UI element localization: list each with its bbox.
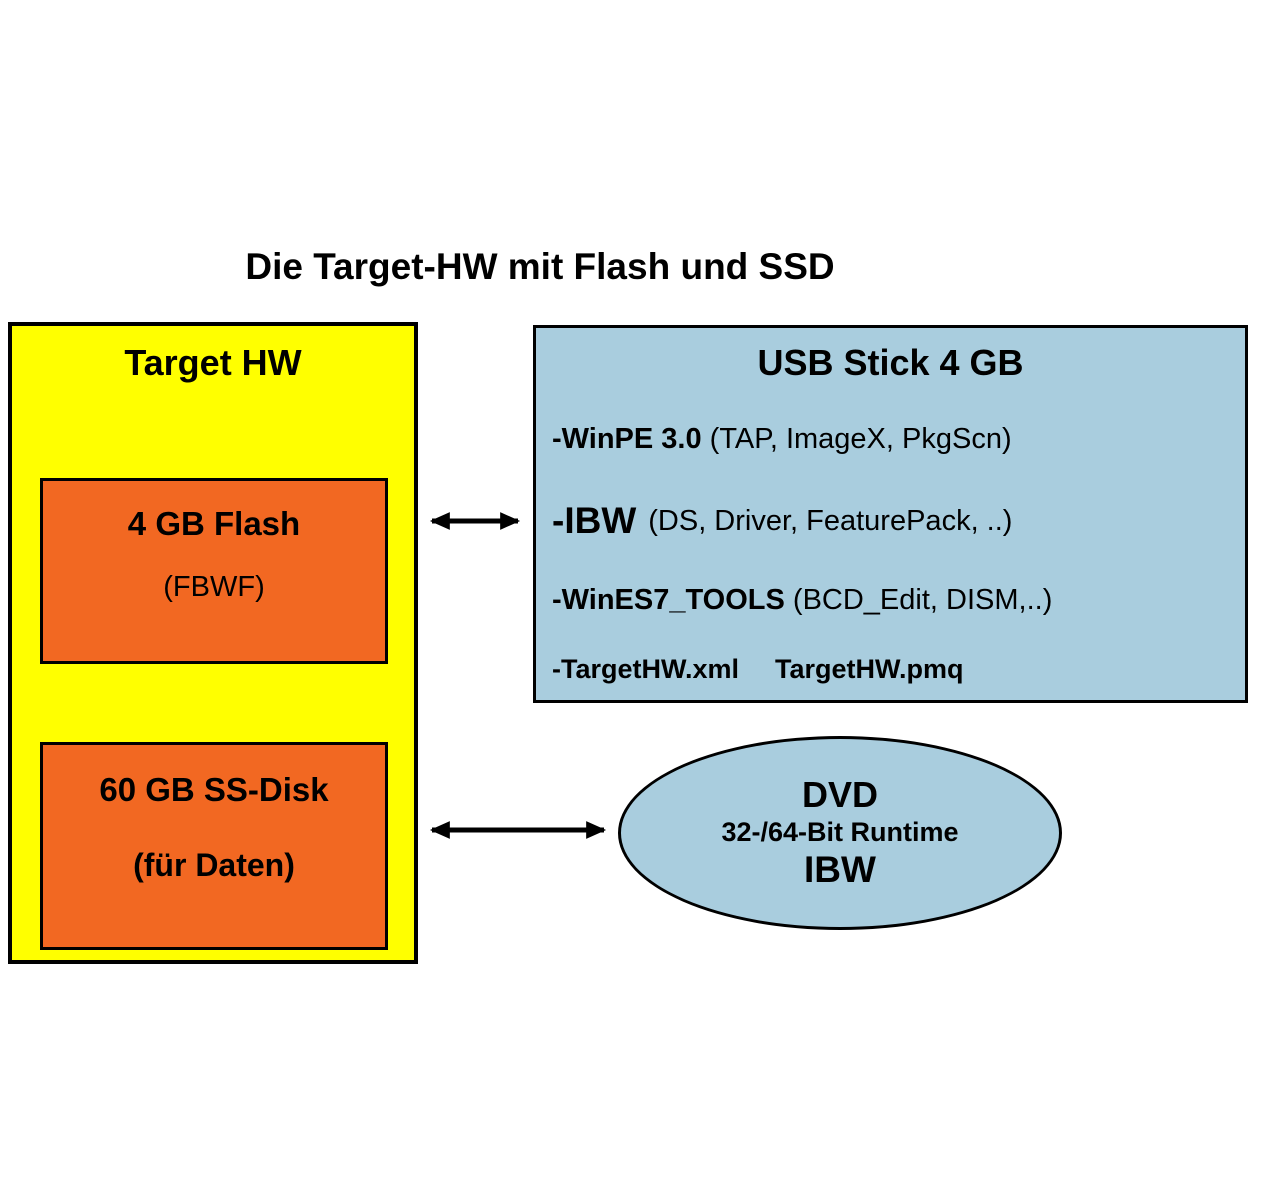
ssd-note: (für Daten) — [133, 847, 295, 883]
flash-box: 4 GB Flash (FBWF) — [40, 478, 388, 664]
ibw-rest: (DS, Driver, FeaturePack, ..) — [648, 505, 1013, 537]
usb-line-winpe: -WinPE 3.0 (TAP, ImageX, PkgScn) — [552, 423, 1012, 456]
dvd-ibw-label: IBW — [804, 849, 876, 890]
winpe-bold: -WinPE 3.0 — [552, 423, 702, 455]
winpe-rest: (TAP, ImageX, PkgScn) — [701, 423, 1012, 455]
targethw-pmq-label: TargetHW.pmq — [775, 654, 964, 684]
flash-note: (FBWF) — [163, 571, 265, 603]
flash-name: 4 GB Flash — [127, 505, 301, 542]
target-hw-title: Target HW — [124, 342, 302, 383]
ibw-bold: -IBW — [552, 500, 637, 541]
usb-line-files: -TargetHW.xml TargetHW.pmq — [552, 654, 964, 685]
usb-stick-title: USB Stick 4 GB — [757, 342, 1024, 383]
usb-line-wines7-tools: -WinES7_TOOLS (BCD_Edit, DISM,..) — [552, 584, 1052, 617]
dvd-title: DVD — [801, 774, 878, 816]
usb-stick-box: USB Stick 4 GB -WinPE 3.0 (TAP, ImageX, … — [533, 325, 1248, 703]
target-hw-box: Target HW 4 GB Flash (FBWF) 60 GB SS-Dis… — [8, 322, 418, 964]
dvd-runtime-label: 32-/64-Bit Runtime — [721, 816, 959, 847]
tools-bold: -WinES7_TOOLS — [552, 584, 785, 616]
tools-rest: (BCD_Edit, DISM,..) — [784, 584, 1053, 616]
targethw-xml-label: -TargetHW.xml — [552, 654, 740, 684]
ssd-box: 60 GB SS-Disk (für Daten) — [40, 742, 388, 950]
diagram-title: Die Target-HW mit Flash und SSD — [245, 246, 835, 287]
ssd-name: 60 GB SS-Disk — [99, 771, 329, 808]
usb-line-ibw: -IBW (DS, Driver, FeaturePack, ..) — [552, 500, 1012, 542]
dvd-ellipse: DVD 32-/64-Bit Runtime IBW — [618, 736, 1062, 930]
